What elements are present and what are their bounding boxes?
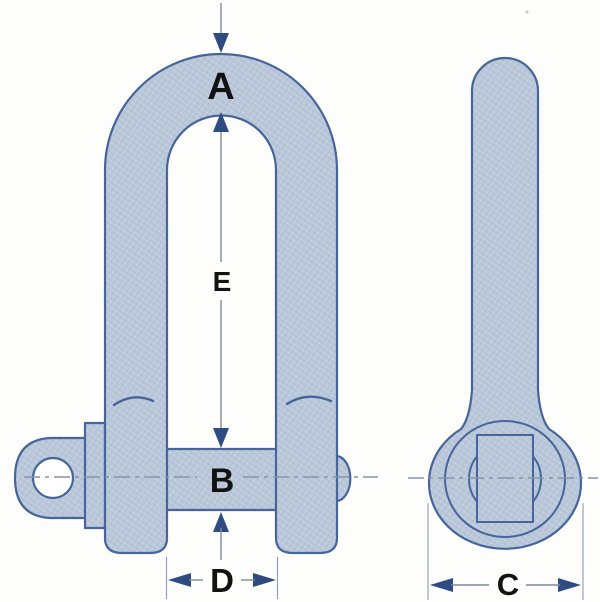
dim-a-arrowhead xyxy=(213,33,229,53)
dim-e-label: E xyxy=(213,266,232,297)
pin-tip xyxy=(334,454,352,503)
forge-line-left xyxy=(112,396,155,407)
dim-c-arrowhead-left xyxy=(430,578,453,592)
shackle-bow xyxy=(103,52,339,555)
dim-e-arrowhead-bottom xyxy=(213,428,229,448)
paper-speck xyxy=(525,10,529,14)
side-view: C xyxy=(408,56,598,602)
dim-c-arrowhead-right xyxy=(558,578,581,592)
front-view: A E B D xyxy=(13,3,378,599)
eye-boss xyxy=(427,56,583,550)
forge-line-right xyxy=(285,395,333,406)
dim-d-label: D xyxy=(210,562,234,599)
dim-b-arrowhead xyxy=(213,512,229,532)
dim-b-label: B xyxy=(210,462,235,500)
dim-d-arrowhead-right xyxy=(253,573,276,587)
dim-a-label: A xyxy=(207,66,234,108)
dim-c-label: C xyxy=(497,567,519,602)
boss-middle-circle xyxy=(444,420,566,538)
pin-eye-hole xyxy=(31,456,75,500)
dim-d-arrowhead-left xyxy=(168,573,191,587)
pin-collar xyxy=(83,421,107,530)
dim-e-arrowhead-top xyxy=(213,112,229,132)
